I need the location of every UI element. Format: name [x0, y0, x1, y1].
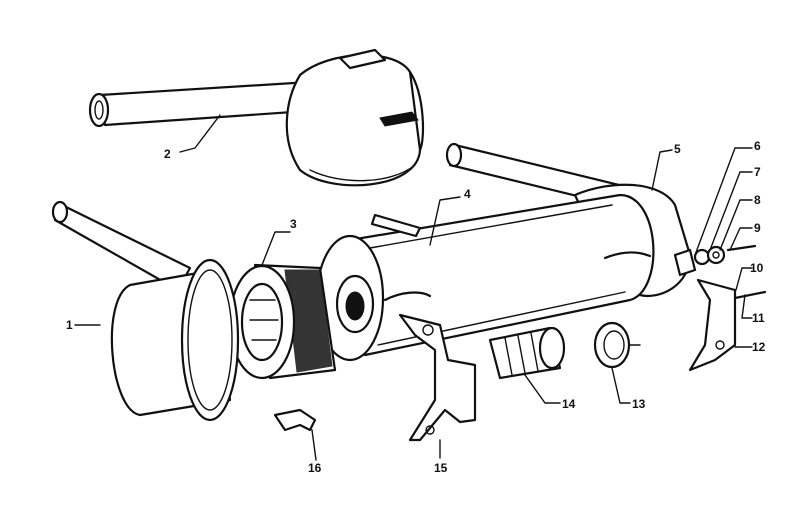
part-13-ring	[593, 321, 641, 369]
callout-14: 14	[562, 397, 576, 411]
callout-9: 9	[754, 221, 761, 235]
callout-4: 4	[464, 187, 471, 201]
callout-8: 8	[754, 193, 761, 207]
callout-12: 12	[752, 340, 766, 354]
part-4-main-housing	[315, 193, 655, 362]
callout-2: 2	[164, 147, 171, 161]
callout-5: 5	[674, 142, 681, 156]
callout-10: 10	[750, 261, 764, 275]
callout-16: 16	[308, 461, 322, 475]
part-14-bellows	[488, 326, 566, 380]
callout-1: 1	[66, 318, 73, 332]
callout-labels: 1 2 3 4 5 6 7 8 9 10 11 12 13 14 15 16	[66, 139, 766, 475]
callout-11: 11	[752, 311, 765, 325]
part-6-12-mounting-hardware	[673, 244, 767, 372]
callout-3: 3	[290, 217, 297, 231]
part-15-bracket	[398, 313, 477, 442]
callout-7: 7	[754, 165, 761, 179]
callout-13: 13	[632, 397, 646, 411]
part-16-clip	[273, 408, 317, 432]
leader-lines	[74, 114, 753, 461]
part-3-filter-element	[228, 263, 337, 380]
part-1-front-cover	[51, 200, 240, 422]
callout-6: 6	[754, 139, 761, 153]
part-2-intake-hood	[88, 48, 425, 187]
callout-15: 15	[434, 461, 448, 475]
